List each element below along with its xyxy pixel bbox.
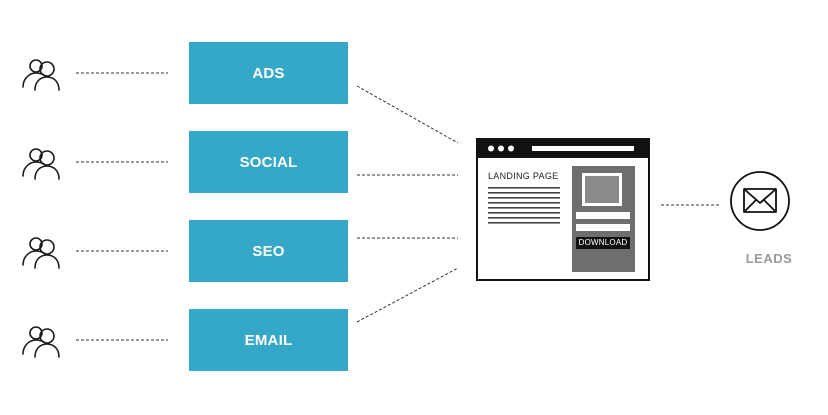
channel-box-seo: SEO (189, 220, 348, 282)
text-line (488, 192, 560, 194)
leads-circle (730, 171, 790, 231)
people-icon (22, 59, 60, 91)
people-icon (22, 148, 60, 180)
channel-label-seo: SEO (252, 242, 285, 260)
leads-label: LEADS (745, 251, 793, 266)
envelope-icon (730, 171, 790, 231)
text-line (488, 197, 560, 199)
channel-box-ads: ADS (189, 42, 348, 104)
channel-box-social: SOCIAL (189, 131, 348, 193)
text-line (488, 217, 560, 219)
audience-icons (22, 59, 60, 358)
text-line (488, 202, 560, 204)
envelope-body (743, 188, 777, 213)
text-line (488, 212, 560, 214)
channel-box-email: EMAIL (189, 309, 348, 371)
address-bar (532, 146, 634, 151)
channel-label-email: EMAIL (244, 331, 293, 349)
landing-page-window (476, 138, 650, 281)
form-field (576, 212, 630, 219)
envelope-flap (743, 188, 777, 204)
channel-connector (356, 267, 459, 323)
landing-page-title: LANDING PAGE (488, 171, 559, 181)
text-line (488, 207, 560, 209)
image-placeholder (585, 176, 619, 203)
envelope-fold (763, 199, 777, 213)
envelope-fold (743, 199, 757, 213)
window-dot-icon (498, 145, 504, 152)
download-button: DOWNLOAD (576, 237, 630, 249)
channel-connector (356, 85, 459, 144)
text-line (488, 187, 560, 189)
window-dot-icon (488, 145, 494, 152)
window-dot-icon (508, 145, 514, 152)
channel-label-ads: ADS (252, 64, 285, 82)
people-icon (22, 237, 60, 269)
text-line (488, 222, 560, 224)
connector-lines (76, 72, 719, 341)
form-field (576, 224, 630, 231)
channel-label-social: SOCIAL (239, 153, 298, 171)
people-icon (22, 326, 60, 358)
